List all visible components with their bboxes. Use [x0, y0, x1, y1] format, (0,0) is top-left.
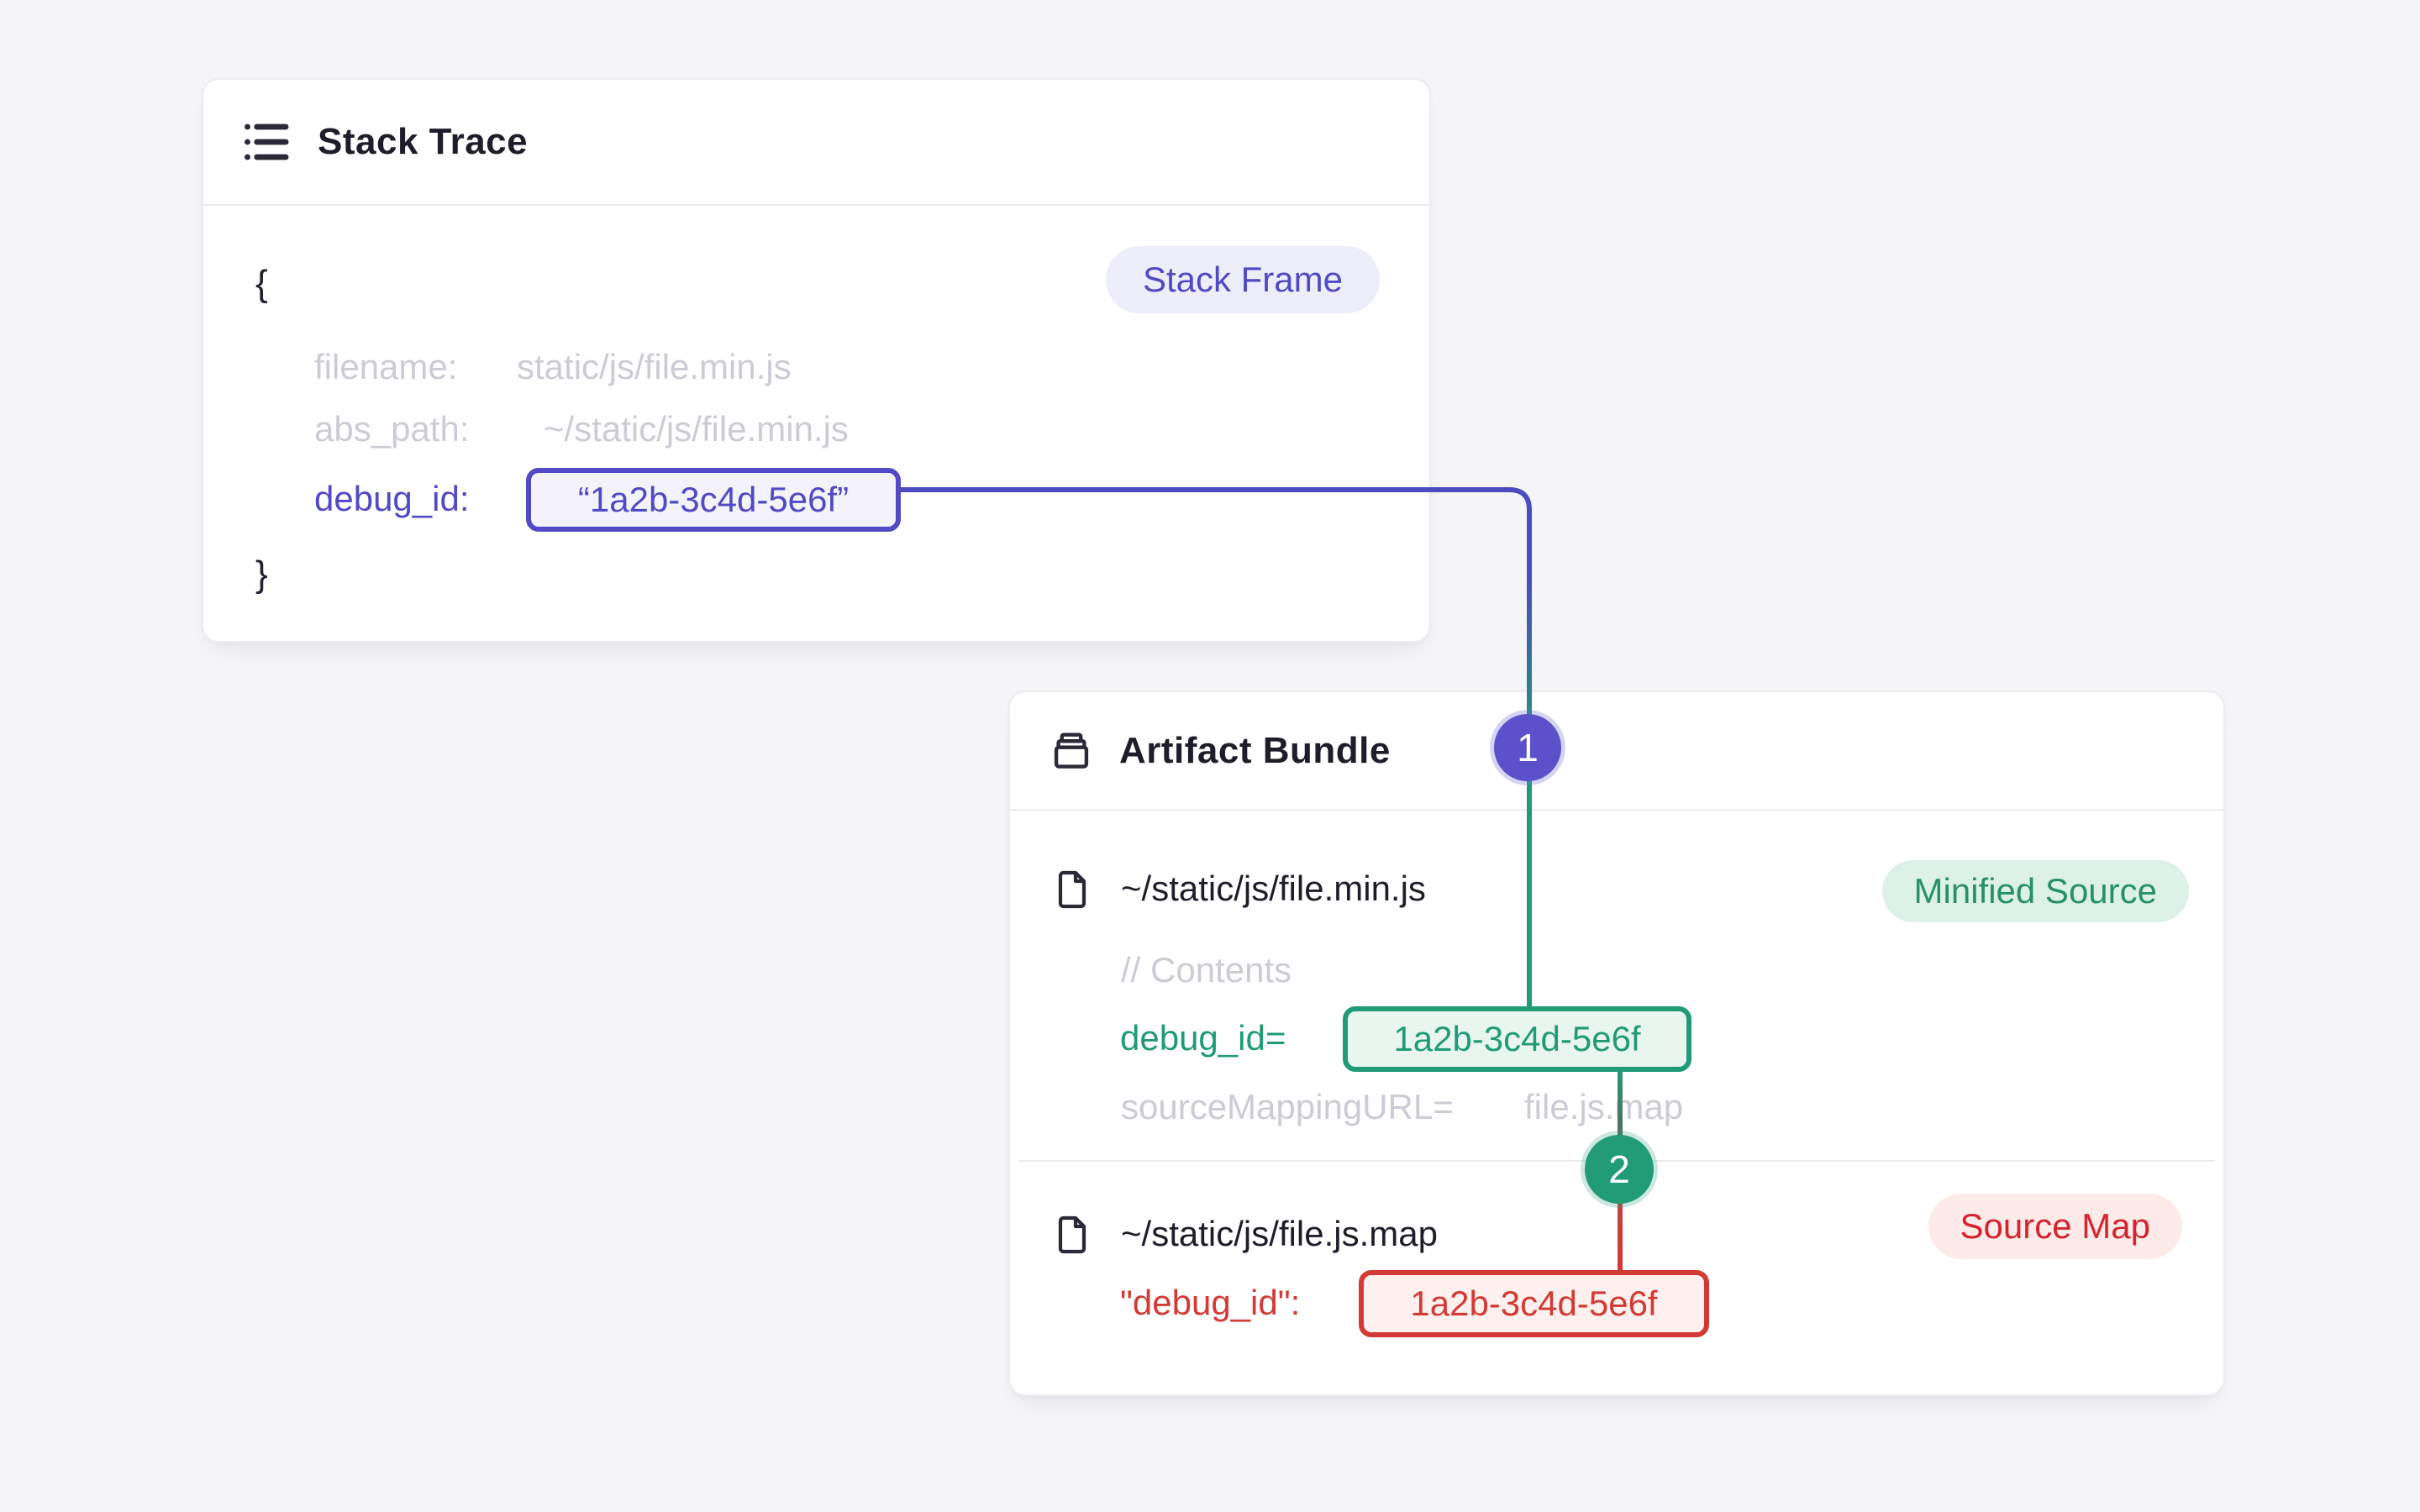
- json-close-brace: }: [255, 554, 268, 595]
- map-debug-id-label: "debug_id":: [1120, 1283, 1301, 1322]
- debug-id-label: debug_id:: [314, 479, 470, 518]
- contents-comment: // Contents: [1121, 950, 1292, 990]
- minified-source-badge: Minified Source: [1881, 860, 2189, 922]
- artifact-bundle-header: Artifact Bundle: [1010, 692, 2223, 811]
- json-open-brace: {: [255, 263, 268, 304]
- archive-icon: [1050, 731, 1092, 771]
- source-mapping-url-label: sourceMappingURL=: [1121, 1087, 1454, 1126]
- artifact-bundle-card: Artifact Bundle ~/static/js/file.min.js …: [1008, 690, 2225, 1396]
- abs-path-label: abs_path:: [314, 409, 470, 449]
- artifact-bundle-title: Artifact Bundle: [1119, 729, 1391, 771]
- source-map-badge: Source Map: [1928, 1194, 2182, 1259]
- stack-trace-header: Stack Trace: [203, 80, 1429, 206]
- bundle-debug-id-label: debug_id=: [1120, 1018, 1286, 1058]
- abs-path-value: ~/static/js/file.min.js: [544, 409, 849, 449]
- map-debug-id-value-box: 1a2b-3c4d-5e6f: [1359, 1270, 1709, 1337]
- sourcemap-file-path: ~/static/js/file.js.map: [1121, 1214, 1438, 1253]
- step-1-marker: 1: [1494, 714, 1561, 781]
- filename-label: filename:: [314, 347, 458, 386]
- file-icon: [1054, 1215, 1091, 1255]
- filename-value: static/js/file.min.js: [517, 347, 792, 386]
- bundle-debug-id-value-box: 1a2b-3c4d-5e6f: [1343, 1006, 1691, 1072]
- stack-frame-badge: Stack Frame: [1105, 246, 1380, 313]
- debug-id-value-box: “1a2b-3c4d-5e6f”: [526, 468, 901, 532]
- stack-trace-card: Stack Trace { Stack Frame filename: stat…: [202, 78, 1431, 643]
- minified-file-path: ~/static/js/file.min.js: [1121, 869, 1426, 908]
- list-icon: [240, 119, 292, 165]
- step-2-marker: 2: [1585, 1135, 1654, 1204]
- file-icon: [1054, 869, 1091, 910]
- source-mapping-url-value: file.js.map: [1524, 1087, 1684, 1126]
- stack-trace-title: Stack Trace: [318, 121, 529, 162]
